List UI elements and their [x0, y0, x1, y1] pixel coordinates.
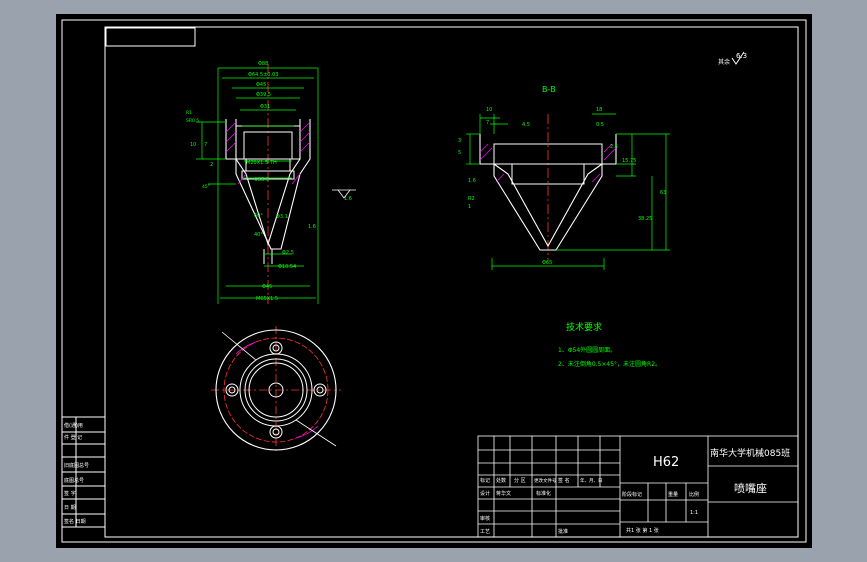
side-label-3: 底图总号 [64, 477, 84, 484]
title-approve-label: 批准 [558, 528, 568, 535]
side-label-6: 签名 日期 [64, 518, 86, 525]
title-hdr-5: 年、月、日 [580, 477, 603, 484]
section-dim-2: 7 [486, 120, 489, 126]
title-designer-label: 设计 [480, 490, 490, 497]
section-dim-12: R2 [468, 196, 475, 202]
side-label-1: 件 登 记 [64, 434, 82, 441]
title-sheet-info: 共1 张 第 1 张 [626, 527, 659, 534]
front-dim-20: 7 [204, 142, 207, 148]
code-box [105, 27, 196, 47]
section-dim-9: 38.25 [638, 216, 652, 222]
title-school: 南华大学机械085班 [710, 447, 790, 459]
title-hdr-3: 更改文件号 [534, 477, 557, 484]
title-designer: 蒋华文 [496, 490, 511, 497]
drawing-viewport[interactable]: 借(通)用 件 登 记 旧底图总号 底图总号 签 字 日 期 签名 日期 其余 … [56, 14, 812, 548]
front-roughness-symbol [332, 189, 356, 199]
section-dim-0: 10 [486, 107, 492, 113]
section-dim-11: Φ65 [542, 260, 552, 266]
front-dim-5: M20X1.5-7H [246, 160, 277, 166]
top-view [211, 326, 341, 454]
title-stage-0: 阶段标记 [622, 491, 642, 498]
section-dim-8: 15.75 [622, 158, 636, 164]
section-dim-7: 2.5 [610, 144, 618, 150]
title-stage-1: 重量 [668, 491, 678, 498]
front-dim-7: 60° [254, 213, 263, 219]
front-dim-8: 40° [254, 232, 263, 238]
roughness-note: 其余 [718, 58, 730, 66]
title-hdr-0: 标记 [480, 477, 490, 484]
front-dim-12: Φ10.54 [278, 264, 296, 270]
title-material: H62 [653, 455, 679, 470]
tech-req-title: 技术要求 [566, 321, 602, 333]
section-dim-10: 63 [660, 190, 666, 196]
front-dim-0: Φ88 [258, 61, 268, 67]
title-part-name: 喷嘴座 [734, 481, 767, 495]
title-stage-2: 比例 [689, 491, 699, 498]
roughness-symbol [731, 51, 745, 65]
side-label-stack [61, 416, 106, 528]
title-hdr-1: 处数 [496, 477, 506, 484]
front-dim-13: 45° [202, 184, 210, 190]
inner-border [104, 26, 799, 538]
roughness-value: 6.3 [736, 52, 747, 60]
front-dim-16: Φ3.1 [276, 214, 288, 220]
front-dim-1: Φ64.5±0.03 [248, 72, 278, 78]
side-label-5: 日 期 [64, 505, 76, 511]
front-view: Φ88 Φ64.5±0.03 Φ45 Φ39.5 Φ31 M20X1.5-7H … [186, 61, 356, 304]
section-dim-3: 4.5 [522, 122, 530, 128]
title-hdr-2: 分 区 [514, 477, 526, 484]
front-dim-2: Φ45 [256, 82, 266, 88]
title-standard-label: 标准化 [536, 490, 551, 497]
front-dim-17: R1 [186, 110, 192, 116]
front-dim-11: M65X1.5 [256, 296, 278, 302]
front-dim-6: Φ33.5 [254, 177, 269, 183]
front-dim-18: SR0.5 [186, 118, 199, 124]
tech-req-item-1: 1、Φ54外圆圆周面。 [558, 346, 616, 354]
front-dim-15: 1.6 [308, 224, 316, 230]
front-dim-21: 2 [210, 162, 213, 168]
front-dim-19: 10 [190, 142, 196, 148]
section-title: B-B [542, 85, 556, 94]
section-dim-14: 1.6 [468, 178, 476, 184]
section-dim-5: 5 [458, 150, 461, 156]
section-dim-13: 1 [468, 204, 471, 210]
front-dim-10: Φ45 [262, 284, 272, 290]
front-dim-9: Φ2.5 [282, 250, 294, 256]
section-view: B-B 10 18 7 4.5 [458, 85, 670, 270]
front-dim-3: Φ39.5 [256, 92, 271, 98]
outer-border [61, 19, 807, 543]
engineering-drawing: 借(通)用 件 登 记 旧底图总号 底图总号 签 字 日 期 签名 日期 其余 … [61, 19, 807, 543]
section-dim-1: 18 [596, 107, 602, 113]
side-label-4: 签 字 [64, 490, 76, 497]
side-label-2: 旧底图总号 [64, 462, 89, 469]
tech-req-item-2: 2、未注倒角0.5×45°，未注圆角R2。 [558, 360, 661, 368]
title-hdr-4: 签 名 [558, 477, 570, 484]
section-dim-4: 3 [458, 138, 461, 144]
section-dim-6: 0.5 [596, 122, 604, 128]
front-dim-14: 1.6 [344, 196, 352, 202]
title-process-label: 工艺 [480, 529, 490, 535]
title-review-label: 审核 [480, 515, 490, 522]
side-label-0: 借(通)用 [64, 422, 83, 429]
title-block [477, 435, 799, 538]
title-scale: 1:1 [690, 510, 698, 516]
front-dim-4: Φ31 [260, 104, 270, 110]
